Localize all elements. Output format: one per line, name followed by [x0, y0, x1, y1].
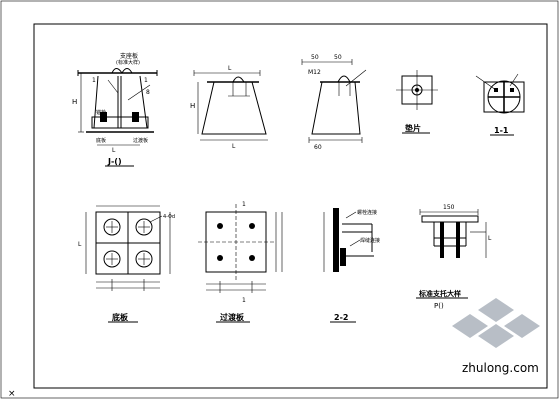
view-9-top-dim: 150	[443, 204, 455, 211]
view-1-top-note-2: (标准大样)	[116, 59, 140, 66]
view-9-standard-bracket: 150 L 标准支托大样 P()	[416, 204, 492, 310]
view-8-note-2: 焊缝连接	[360, 237, 380, 244]
view-5-section-1-1: 1-1	[475, 73, 525, 136]
view-9-title: 标准支托大样	[418, 289, 461, 298]
view-2-bottom-dim: L	[232, 143, 236, 150]
view-1-bottom-dim: L	[112, 147, 116, 154]
view-2-plate: L H L	[190, 65, 268, 150]
view-6-side-note: 4-Φd	[163, 214, 175, 220]
view-2-side-dim: H	[190, 102, 195, 110]
svg-text:8: 8	[146, 89, 150, 96]
view-1-bottom-note-left: 底板	[96, 137, 106, 144]
view-1-bottom-note-right: 过渡板	[133, 137, 148, 144]
view-9-side-dim: L	[488, 235, 492, 242]
view-4-washer: 垫片	[396, 70, 438, 134]
svg-text:1: 1	[92, 77, 96, 84]
view-3-dim-c: 60	[314, 144, 322, 151]
view-7-bottom-mark: 1	[242, 297, 246, 304]
view-6-title: 底板	[111, 312, 129, 322]
view-5-title: 1-1	[494, 126, 509, 135]
watermark-logo: zhulong.com	[452, 298, 540, 375]
watermark-text: zhulong.com	[462, 361, 539, 375]
view-8-title: 2-2	[334, 313, 348, 322]
view-3-dim-a: 50	[311, 54, 319, 61]
view-8-section-2-2: 螺栓连接 焊缝连接 2-2	[323, 208, 380, 323]
view-8-note-1: 螺栓连接	[357, 209, 377, 216]
view-1-top-note-1: 支座板	[120, 52, 138, 60]
view-3-plate: 50 50 M12 60	[301, 54, 367, 151]
view-7-top-mark: 1	[242, 201, 246, 208]
view-7-title: 过渡板	[220, 312, 245, 322]
view-2-dim-top: L	[228, 65, 232, 72]
view-3-note-top: M12	[308, 69, 321, 76]
view-9-subtitle: P()	[434, 302, 444, 310]
view-7-transition-plate: 1 1 过渡板	[198, 201, 283, 323]
view-6-base-plate: L 4-Φd 底板	[78, 205, 175, 323]
view-1-side-dim: H	[72, 98, 77, 106]
corner-mark: ×	[8, 389, 16, 399]
view-1-title: J-()	[107, 157, 122, 166]
view-1-support-elevation: 支座板 (标准大样) 1 1 8 H 锚栓 底板 过渡板 L J-()	[72, 52, 158, 167]
view-6-side-dim: L	[78, 241, 82, 248]
view-4-title: 垫片	[405, 123, 421, 133]
view-3-dim-b: 50	[334, 54, 342, 61]
svg-text:1: 1	[144, 77, 148, 84]
view-1-anchor-note: 锚栓	[96, 109, 106, 116]
